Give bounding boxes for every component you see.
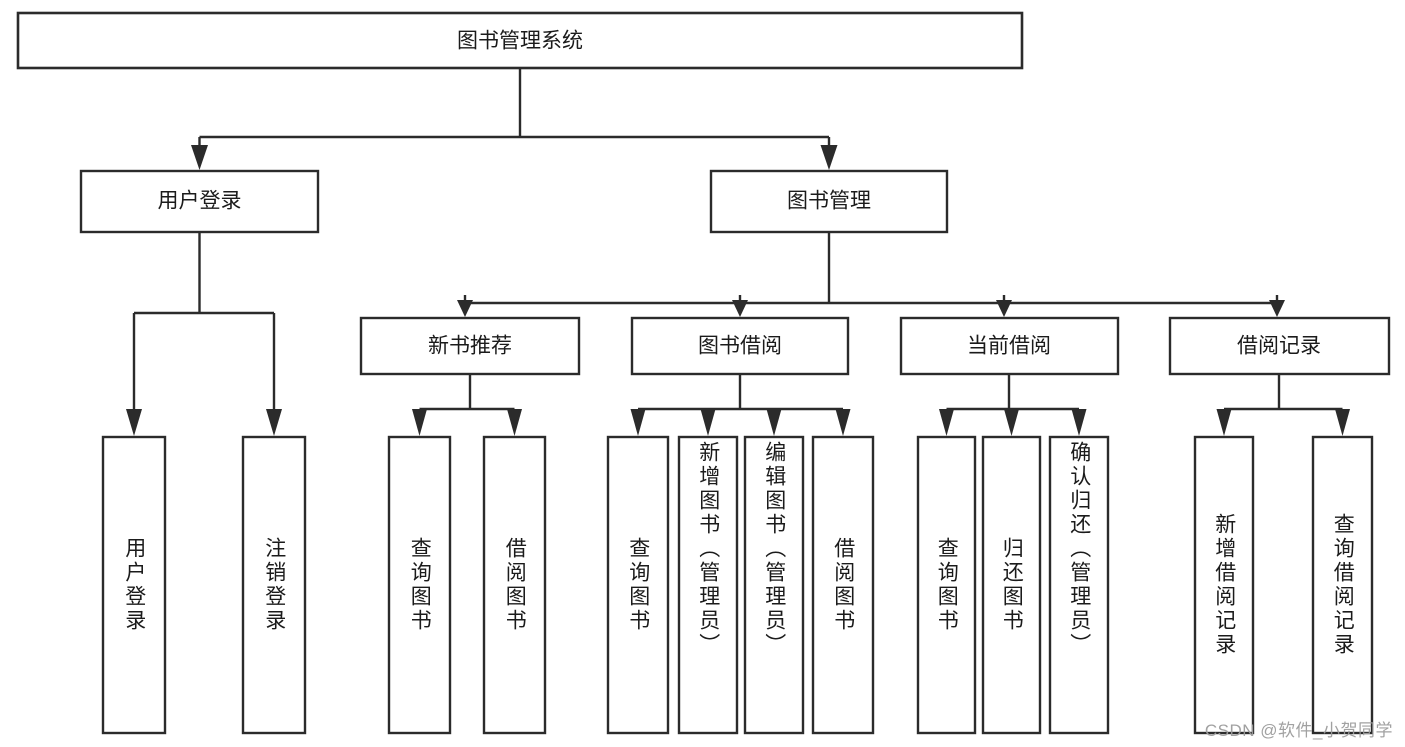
node-root-system-box[interactable] [16,11,1024,70]
node-book-borrow-label: 图书借阅 [698,335,782,358]
arrow-head-leaf-query-book-1 [412,409,427,436]
arrow-head-leaf-user-login [126,409,142,436]
connectors-borrow-record-to-leaves [1216,374,1350,436]
arrow-head-user-login [191,145,208,170]
leaf-box-query-book-3[interactable] [916,435,977,735]
arrow-head-leaf-return-book [1004,409,1019,436]
arrow-head-current-borrow [996,300,1012,317]
leaf-box-add-book[interactable] [677,435,739,735]
arrow-head-book-mgmt [820,145,838,170]
arrow-head-leaf-add-record [1216,409,1232,436]
leaf-box-borrow-book-2[interactable] [811,435,875,735]
connectors-user-login-to-leaves [126,232,282,436]
node-book-management-label: 图书管理 [787,190,871,213]
node-borrow-record[interactable]: 借阅记录 [1168,316,1391,376]
leaf-node-boxes [101,435,1374,735]
node-user-login-label: 用户登录 [158,190,242,213]
connectors-new-book-to-leaves [412,374,522,436]
node-root-system[interactable]: 图书管理系统 [16,11,1024,70]
arrow-head-leaf-query-book-2 [630,409,646,436]
arrow-head-new-book [457,300,473,317]
arrow-head-leaf-confirm-return [1071,409,1087,436]
connectors-book-borrow-to-leaves [630,374,851,436]
arrow-head-leaf-edit-book [766,409,782,436]
leaf-box-logout[interactable] [241,435,307,735]
node-book-borrow[interactable]: 图书借阅 [630,316,850,376]
leaf-box-query-book-1[interactable] [387,435,452,735]
node-borrow-record-label: 借阅记录 [1237,335,1321,358]
connectors-current-borrow-to-leaves [939,374,1087,436]
arrow-head-leaf-borrow-book-1 [507,409,522,436]
watermark-text: CSDN @软件_小贺同学 [1204,721,1393,740]
leaf-box-user-login[interactable] [101,435,167,735]
leaf-box-return-book[interactable] [981,435,1042,735]
arrow-head-leaf-query-book-3 [939,409,954,436]
connectors-root-to-level2 [191,68,838,170]
leaf-box-confirm-return[interactable] [1048,435,1110,735]
node-current-borrow[interactable]: 当前借阅 [899,316,1120,376]
arrow-head-leaf-logout [266,409,282,436]
node-user-login[interactable]: 用户登录 [79,169,320,234]
node-user-login-box[interactable] [79,169,320,234]
node-current-borrow-label: 当前借阅 [967,335,1051,358]
arrow-head-book-borrow [732,300,748,317]
node-book-management[interactable]: 图书管理 [709,169,949,234]
arrow-head-borrow-record [1269,300,1285,317]
leaf-box-add-record[interactable] [1193,435,1255,735]
arrow-head-leaf-add-book [700,409,716,436]
node-root-system-label: 图书管理系统 [457,30,583,53]
node-new-book-recommend[interactable]: 新书推荐 [359,316,581,376]
node-new-book-recommend-label: 新书推荐 [428,335,512,358]
node-book-management-box[interactable] [709,169,949,234]
leaf-box-edit-book[interactable] [743,435,805,735]
leaf-box-query-record[interactable] [1311,435,1374,735]
leaf-box-borrow-book-1[interactable] [482,435,547,735]
node-borrow-record-box[interactable] [1168,316,1391,376]
arrow-head-leaf-borrow-book-2 [835,409,851,436]
node-book-borrow-box[interactable] [630,316,850,376]
connectors-book-mgmt-to-level3 [457,232,1285,317]
node-new-book-recommend-box[interactable] [359,316,581,376]
leaf-box-query-book-2[interactable] [606,435,670,735]
arrow-head-leaf-query-record [1335,409,1350,436]
node-current-borrow-box[interactable] [899,316,1120,376]
